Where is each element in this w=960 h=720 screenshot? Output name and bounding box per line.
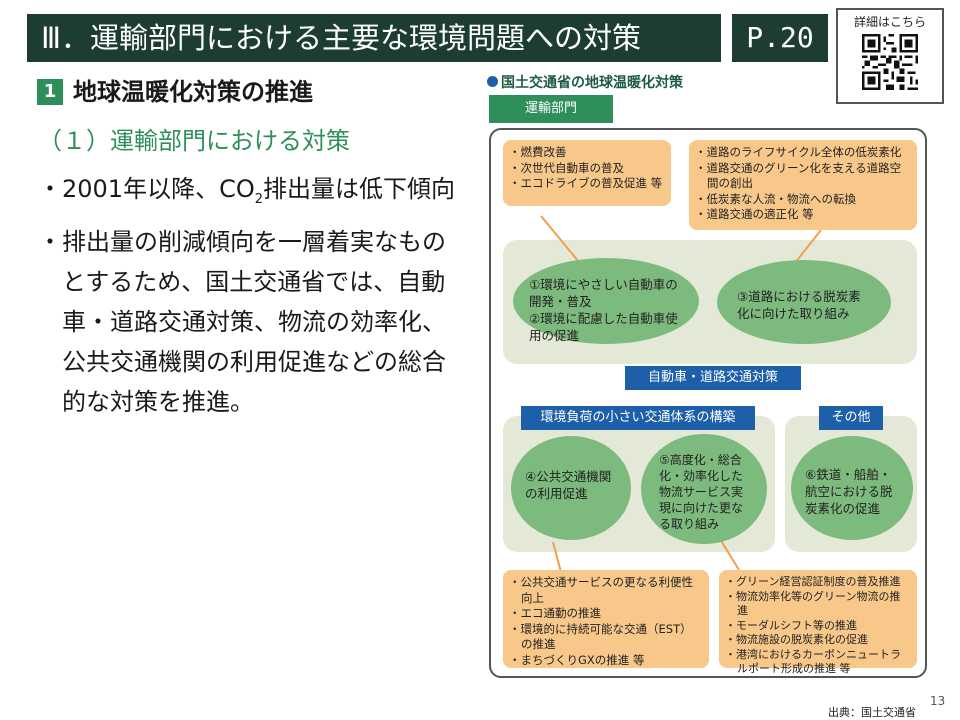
- label-other: その他: [819, 406, 883, 430]
- label-auto-road: 自動車・道路交通対策: [625, 366, 801, 390]
- bullet-co2-subscript: 2: [254, 191, 264, 207]
- bullet-co2-text-post: 排出量は低下傾向: [263, 175, 456, 203]
- callout-item: 低炭素な人流・物流への転換: [697, 192, 909, 208]
- oval-road-decarbonization: ③道路における脱炭素化に向けた取り組み: [717, 260, 891, 344]
- callout-road-measures: 道路のライフサイクル全体の低炭素化 道路交通のグリーン化を支える道路空間の創出 …: [689, 140, 917, 230]
- oval-logistics: ⑤高度化・総合化・効率化した物流サービス実現に向けた更なる取り組み: [641, 434, 767, 544]
- callout-item: 物流効率化等のグリーン物流の推進: [727, 590, 909, 619]
- subsection-title: （１）運輸部門における対策: [38, 127, 350, 155]
- diagram-heading: 国土交通省の地球温暖化対策: [487, 72, 683, 92]
- callout-item: エコドライブの普及促進 等: [511, 176, 663, 192]
- page-number: 13: [930, 694, 946, 708]
- qr-code-icon[interactable]: [862, 34, 918, 90]
- oval-eco-vehicle: ①環境にやさしい自動車の開発・普及 ②環境に配慮した自動車使用の促進: [513, 258, 699, 344]
- oval-public-transport: ④公共交通機関の利用促進: [511, 436, 631, 540]
- callout-vehicle-measures: 燃費改善 次世代自動車の普及 エコドライブの普及促進 等: [503, 140, 671, 206]
- bullet-co2-text-pre: ・2001年以降、CO: [38, 175, 255, 203]
- bullet-dot-icon: [487, 76, 498, 87]
- section-title: 地球温暖化対策の推進: [73, 78, 313, 106]
- callout-item: 港湾におけるカーボンニュートラルポート形成の推進 等: [727, 648, 909, 677]
- oval-rail-ship-air: ⑥鉄道・船舶・航空における脱炭素化の促進: [791, 436, 913, 540]
- callout-item: 次世代自動車の普及: [511, 161, 663, 177]
- callout-public-transport: 公共交通サービスの更なる利便性向上 エコ通勤の推進 環境的に持続可能な交通（ES…: [503, 570, 709, 668]
- dept-label: 運輸部門: [489, 95, 613, 123]
- callout-item: モーダルシフト等の推進: [727, 619, 909, 634]
- label-transport-system: 環境負荷の小さい交通体系の構築: [521, 406, 755, 430]
- callout-item: 道路のライフサイクル全体の低炭素化: [697, 145, 909, 161]
- callout-green-logistics: グリーン経営認証制度の普及推進 物流効率化等のグリーン物流の推進 モーダルシフト…: [719, 570, 917, 675]
- callout-item: 燃費改善: [511, 145, 663, 161]
- diagram-frame: 燃費改善 次世代自動車の普及 エコドライブの普及促進 等 道路のライフサイクル全…: [489, 128, 927, 678]
- callout-item: エコ通勤の推進: [511, 606, 701, 622]
- bullet-measures: 排出量の削減傾向を一層着実なものとするため、国土交通省では、自動車・道路交通対策…: [62, 228, 446, 416]
- callout-item: 道路交通の適正化 等: [697, 207, 909, 223]
- qr-label: 詳細はこちら: [853, 15, 926, 29]
- callout-item: グリーン経営認証制度の普及推進: [727, 575, 909, 590]
- callout-item: 道路交通のグリーン化を支える道路空間の創出: [697, 161, 909, 192]
- qr-link-box[interactable]: 詳細はこちら: [836, 8, 944, 104]
- page-title: Ⅲ．運輸部門における主要な環境問題への対策: [27, 14, 721, 62]
- bullet-marker: ・: [38, 228, 62, 256]
- bullet-co2-trend: ・2001年以降、CO2排出量は低下傾向: [38, 172, 455, 217]
- callout-item: 環境的に持続可能な交通（EST）の推進: [511, 622, 701, 653]
- source-citation: 出典：国土交通省: [828, 706, 916, 719]
- diagram-heading-text: 国土交通省の地球温暖化対策: [501, 75, 683, 91]
- section-number-badge: 1: [37, 79, 63, 105]
- callout-item: 公共交通サービスの更なる利便性向上: [511, 575, 701, 606]
- callout-item: 物流施設の脱炭素化の促進: [727, 633, 909, 648]
- callout-item: まちづくりGXの推進 等: [511, 653, 701, 669]
- page-reference-badge: P.20: [732, 14, 828, 62]
